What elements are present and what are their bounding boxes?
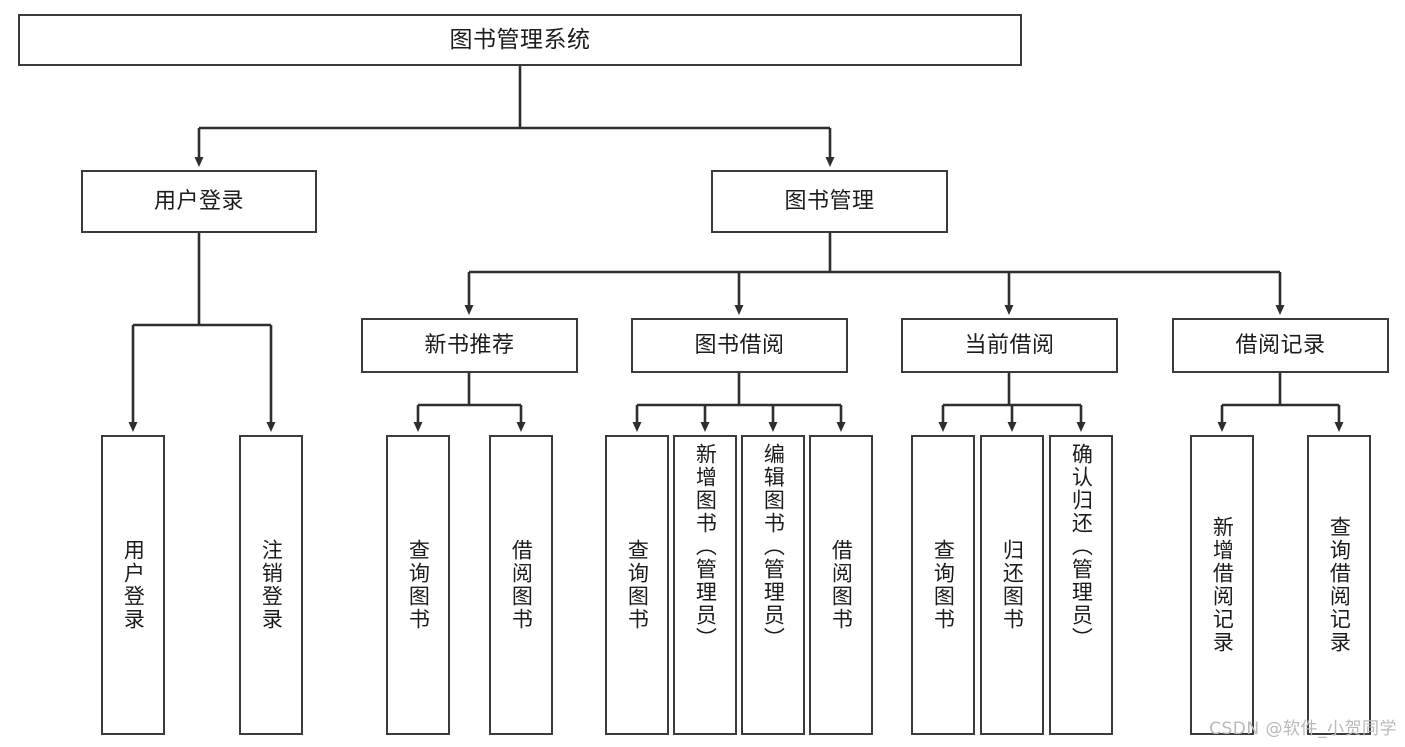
leaf-query-book-borrow[interactable]: 查询图书 — [605, 435, 669, 735]
node-user-login[interactable]: 用户登录 — [81, 170, 317, 233]
node-new-book-recommend[interactable]: 新书推荐 — [361, 318, 578, 373]
node-label: 新书推荐 — [424, 332, 515, 358]
leaf-add-book[interactable]: 新增图书（管理员） — [673, 435, 737, 735]
node-borrow-record[interactable]: 借阅记录 — [1172, 318, 1389, 373]
node-book-borrow[interactable]: 图书借阅 — [631, 318, 848, 373]
leaf-add-borrow-record[interactable]: 新增借阅记录 — [1190, 435, 1254, 735]
leaf-borrow-book-recommend[interactable]: 借阅图书 — [489, 435, 553, 735]
node-label: 借阅记录 — [1235, 332, 1326, 358]
leaf-label: 借阅图书 — [829, 539, 854, 631]
leaf-label: 归还图书 — [1000, 539, 1025, 631]
leaf-label: 查询图书 — [406, 539, 431, 631]
leaf-confirm-return[interactable]: 确认归还（管理员） — [1049, 435, 1113, 735]
leaf-user-logout[interactable]: 注销登录 — [239, 435, 303, 735]
node-current-borrow[interactable]: 当前借阅 — [901, 318, 1118, 373]
node-label: 当前借阅 — [964, 332, 1055, 358]
leaf-label: 查询借阅记录 — [1327, 516, 1352, 654]
leaf-borrow-book-borrow[interactable]: 借阅图书 — [809, 435, 873, 735]
leaf-label: 借阅图书 — [509, 539, 534, 631]
node-label: 图书管理 — [784, 188, 875, 214]
leaf-query-borrow-record[interactable]: 查询借阅记录 — [1307, 435, 1371, 735]
leaf-label: 新增图书（管理员） — [693, 443, 718, 650]
leaf-label: 新增借阅记录 — [1210, 516, 1235, 654]
leaf-label: 用户登录 — [121, 539, 146, 631]
node-root-system[interactable]: 图书管理系统 — [18, 14, 1022, 66]
node-label: 图书管理系统 — [449, 26, 591, 53]
watermark-text: CSDN @软件_小贺同学 — [1209, 719, 1397, 739]
leaf-edit-book[interactable]: 编辑图书（管理员） — [741, 435, 805, 735]
leaf-label: 注销登录 — [259, 539, 284, 631]
leaf-user-login[interactable]: 用户登录 — [101, 435, 165, 735]
leaf-query-book-current[interactable]: 查询图书 — [911, 435, 975, 735]
leaf-return-book[interactable]: 归还图书 — [980, 435, 1044, 735]
leaf-query-book-recommend[interactable]: 查询图书 — [386, 435, 450, 735]
leaf-label: 确认归还（管理员） — [1069, 443, 1094, 650]
node-book-management[interactable]: 图书管理 — [711, 170, 948, 233]
leaf-label: 查询图书 — [931, 539, 956, 631]
leaf-label: 查询图书 — [625, 539, 650, 631]
node-label: 图书借阅 — [694, 332, 785, 358]
leaf-label: 编辑图书（管理员） — [761, 443, 786, 650]
node-label: 用户登录 — [153, 188, 244, 214]
